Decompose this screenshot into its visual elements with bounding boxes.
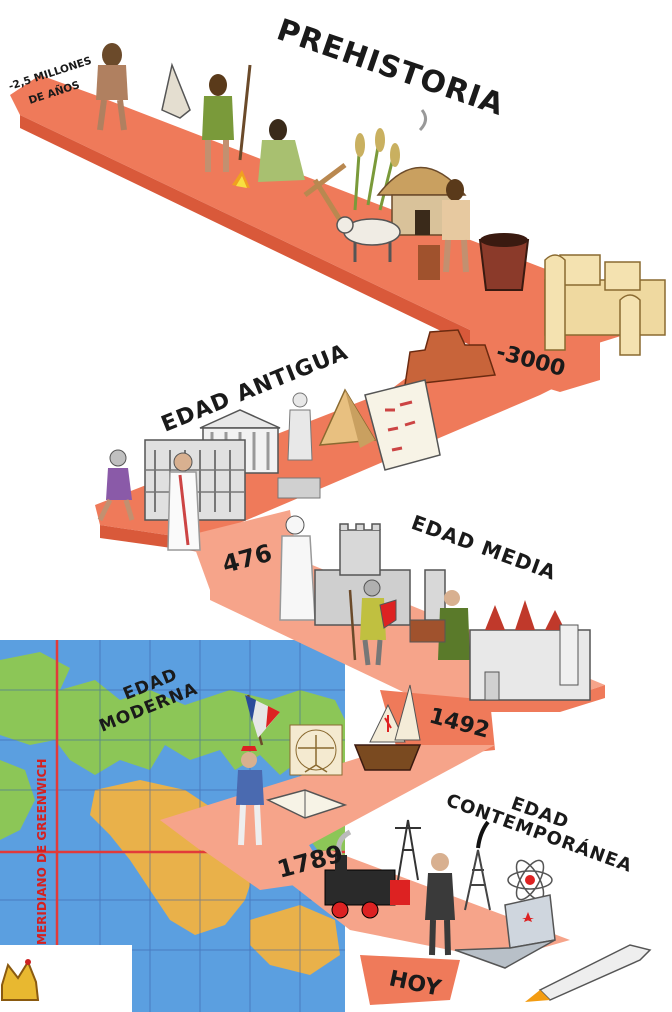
monk-writing-icon [409,590,470,660]
walled-village-icon [544,254,666,356]
hieroglyph-scroll-icon [364,379,441,471]
businessman-icon [425,853,455,956]
hand-axe-icon [161,62,191,119]
oil-derrick-icon [464,820,491,911]
caveman-icon [96,43,128,131]
roman-soldier-icon [97,449,135,522]
hunter-with-spear-icon [202,64,252,172]
pyramid-icon [318,388,377,448]
caravel-icon [353,684,422,771]
medieval-city-icon [469,600,591,701]
cow-icon [336,216,401,262]
clay-pot-icon [478,233,530,291]
rocket-icon [525,944,652,1002]
steam-locomotive-icon [324,829,410,919]
revolutionary-icon [236,746,264,846]
ribbon-prehistoria [10,75,640,355]
knight-icon [348,579,397,666]
open-book-icon [265,789,348,819]
plough-icon [303,163,347,222]
crown-icon [1,959,40,1001]
era-title-prehistoria: PREHISTORIA [272,12,508,123]
atom-icon [507,859,553,901]
map-land-europe-asia [0,652,345,800]
arab-scholar-icon [279,515,316,621]
electric-pylon-icon [395,819,421,881]
map-land-americas [0,760,35,840]
woman-at-fire-icon [232,119,305,188]
discobolus-statue-icon [277,392,321,499]
french-flag-icon [245,694,280,746]
wheat-icon [353,128,400,211]
potter-icon [418,179,470,280]
map-land-australia [250,905,340,975]
ziggurat-icon [404,329,497,386]
ribbon-hoy [360,955,460,1005]
meridian-label: MERIDIANO DE GREENWICH [35,759,49,945]
vitruvian-man-icon [289,724,343,776]
laptop-icon [454,894,556,969]
toga-senator-icon [167,452,201,551]
